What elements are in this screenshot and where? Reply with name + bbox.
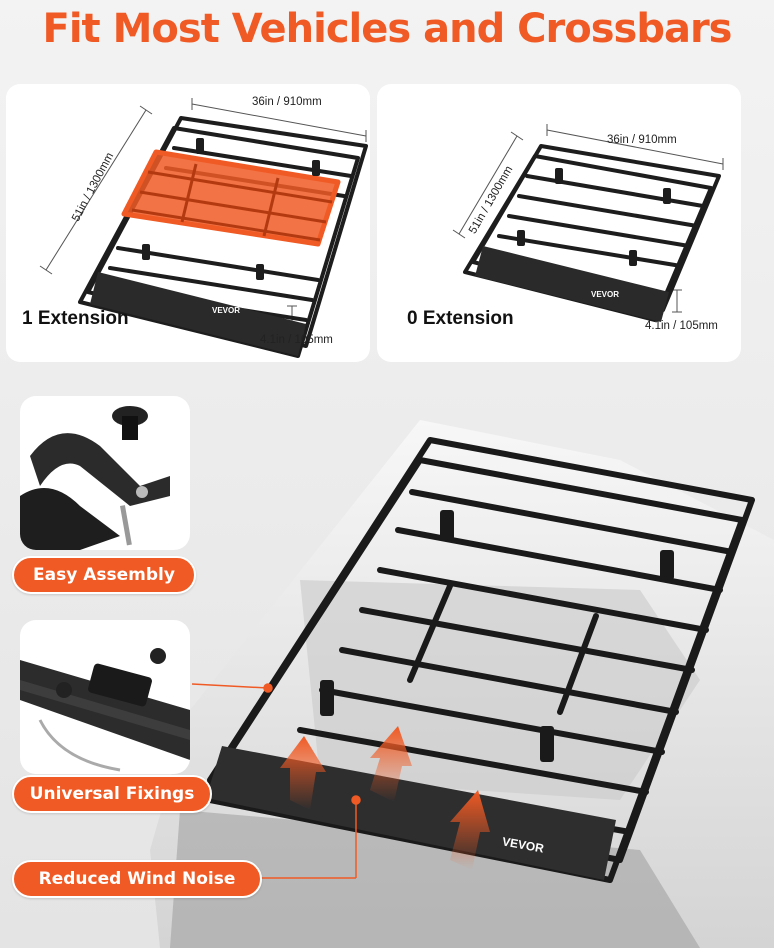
fixings-detail-image (20, 620, 190, 774)
page-title: Fit Most Vehicles and Crossbars (42, 6, 733, 52)
extension-label: 1 Extension (22, 308, 129, 329)
universal-fixings-badge: Universal Fixings (12, 775, 212, 813)
brand-logo-small: VEVOR (212, 306, 241, 315)
extension-section-highlight (121, 149, 341, 247)
rack-diagram-1-extension (39, 98, 368, 358)
height-dimension: 4.1in / 105mm (645, 320, 718, 332)
crossbar-clamps (320, 510, 674, 762)
brand-logo-small: VEVOR (591, 290, 620, 299)
wind-fairing (90, 272, 306, 356)
extension-panel-0: VEVOR 36in / 910mm 51in / 1300mm 4.1in /… (377, 84, 741, 362)
reduced-wind-noise-badge: Reduced Wind Noise (12, 860, 262, 898)
rack-diagram-0-extension (452, 124, 724, 322)
assembly-detail-image (20, 396, 190, 550)
height-dimension: 4.1in / 105mm (260, 334, 333, 346)
car-with-roof-rack (150, 420, 774, 948)
width-dimension: 36in / 910mm (252, 96, 322, 108)
width-dimension: 36in / 910mm (607, 134, 677, 146)
mounting-hardware-icon (20, 406, 170, 550)
easy-assembly-badge: Easy Assembly (12, 556, 196, 594)
extension-panel-1: VEVOR 36in / 910mm 51in / 1300mm 4.1in /… (6, 84, 370, 362)
wind-arrows (280, 726, 490, 870)
wind-fairing (475, 246, 669, 322)
extension-label: 0 Extension (407, 308, 514, 329)
callout-lines (191, 683, 361, 879)
clamp-on-crossbar-icon (20, 648, 190, 772)
